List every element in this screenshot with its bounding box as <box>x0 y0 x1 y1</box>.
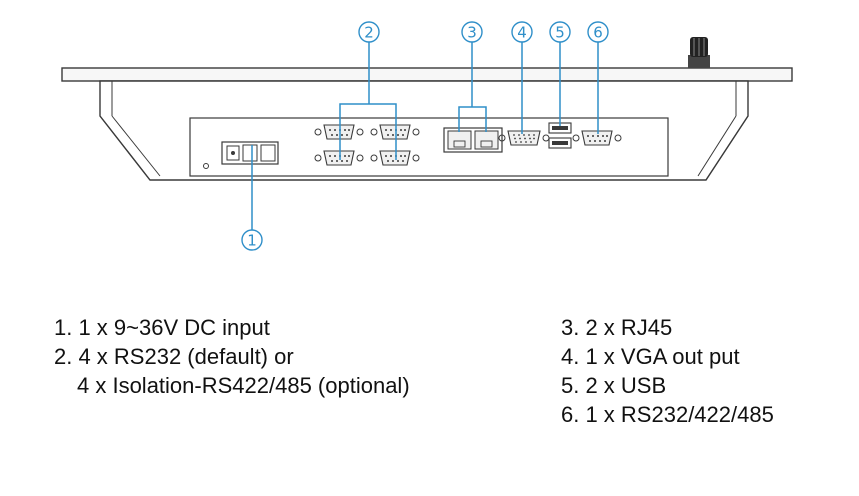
legend-item-1: 1. 1 x 9~36V DC input <box>54 315 270 340</box>
legend-item-2-continuation: 4 x Isolation-RS422/485 (optional) <box>77 373 410 398</box>
legend-left-column: 1. 1 x 9~36V DC input 2. 4 x RS232 (defa… <box>54 313 410 400</box>
legend-item-5: 5. 2 x USB <box>561 373 667 398</box>
housing-bevel-left <box>99 115 161 181</box>
callout-3: 3 <box>461 21 483 43</box>
com-port-icon <box>572 130 622 146</box>
callout-5: 5 <box>549 21 571 43</box>
callout-2-label: 2 <box>364 24 374 42</box>
callout-5-label: 5 <box>555 24 565 42</box>
callout-2: 2 <box>358 21 380 43</box>
rs232-port-4-icon <box>370 150 420 166</box>
callout-1: 1 <box>241 229 263 251</box>
vga-port-icon <box>498 130 550 146</box>
callout-6-label: 6 <box>593 24 603 42</box>
rj45-ports-icon <box>443 127 503 153</box>
legend-item-3: 3. 2 x RJ45 <box>561 315 673 340</box>
front-bezel <box>61 67 793 82</box>
device-io-diagram: 1 2 3 4 5 6 <box>61 21 793 251</box>
rs232-port-3-icon <box>314 150 364 166</box>
callout-4: 4 <box>511 21 533 43</box>
callout-6: 6 <box>587 21 609 43</box>
legend-item-4: 4. 1 x VGA out put <box>561 344 740 369</box>
knob-icon <box>688 37 710 68</box>
callout-3-label: 3 <box>467 24 477 42</box>
legend-right-column: 3. 2 x RJ45 4. 1 x VGA out put 5. 2 x US… <box>561 313 774 429</box>
dc-input-connector-icon <box>221 141 279 165</box>
rs232-port-2-icon <box>370 124 420 140</box>
callout-leaders <box>251 42 599 230</box>
legend-item-6: 6. 1 x RS232/422/485 <box>561 402 774 427</box>
callout-1-label: 1 <box>247 232 257 250</box>
housing-bevel-right <box>697 115 749 181</box>
legend-item-2: 2. 4 x RS232 (default) or <box>54 344 294 369</box>
led-indicator-icon <box>203 163 209 169</box>
callout-4-label: 4 <box>517 24 527 42</box>
